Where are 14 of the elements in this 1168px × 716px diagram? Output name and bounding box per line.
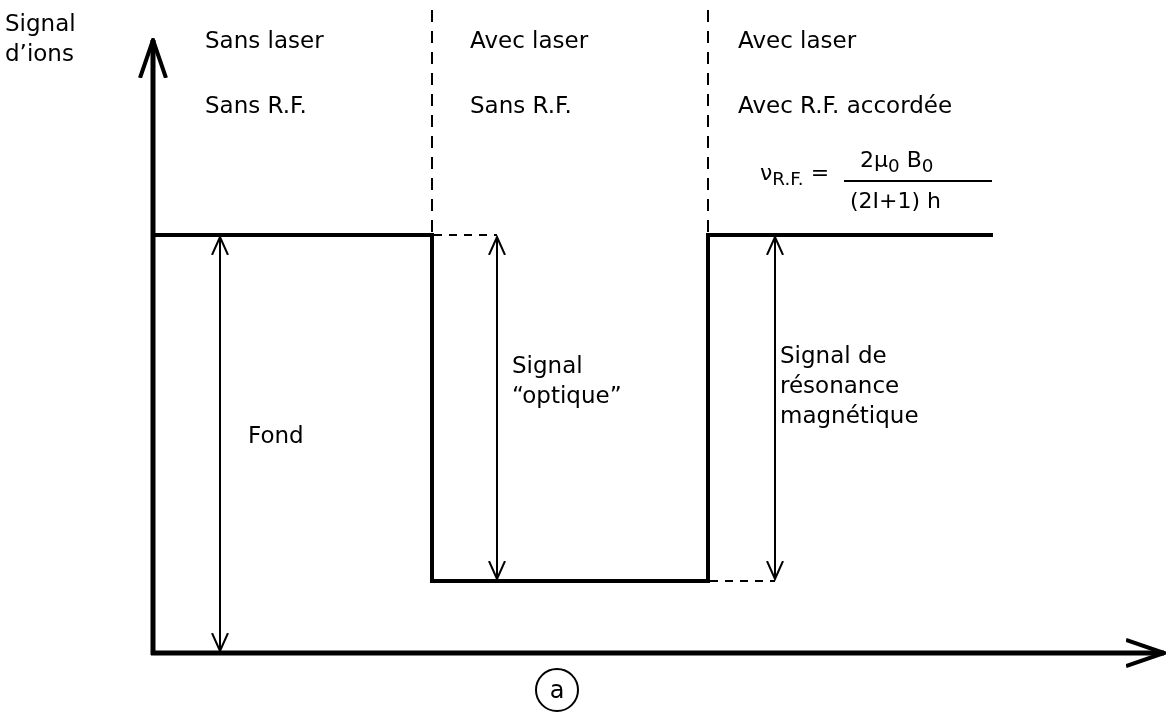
annotation-text: Signal de résonance magnétique (780, 341, 920, 430)
formula-part: 2μ$_{0}$ B$_{0}$ (860, 146, 934, 179)
column-heading: Sans R.F. (470, 91, 572, 120)
column-heading: Avec laser (470, 26, 589, 55)
circled-letter: a (535, 668, 579, 712)
formula-part: ν$_{R.F.}$ = (760, 159, 830, 192)
column-heading: Avec laser (738, 26, 857, 55)
annotation-text: Fond (248, 421, 304, 450)
annotation-text: Signal “optique” (512, 351, 623, 410)
column-heading: Sans R.F. (205, 91, 307, 120)
column-heading: Avec R.F. accordée (738, 91, 953, 120)
axis-label: Signal d’ions (5, 9, 77, 68)
formula-part: (2I+1) h (850, 187, 942, 215)
column-heading: Sans laser (205, 26, 324, 55)
